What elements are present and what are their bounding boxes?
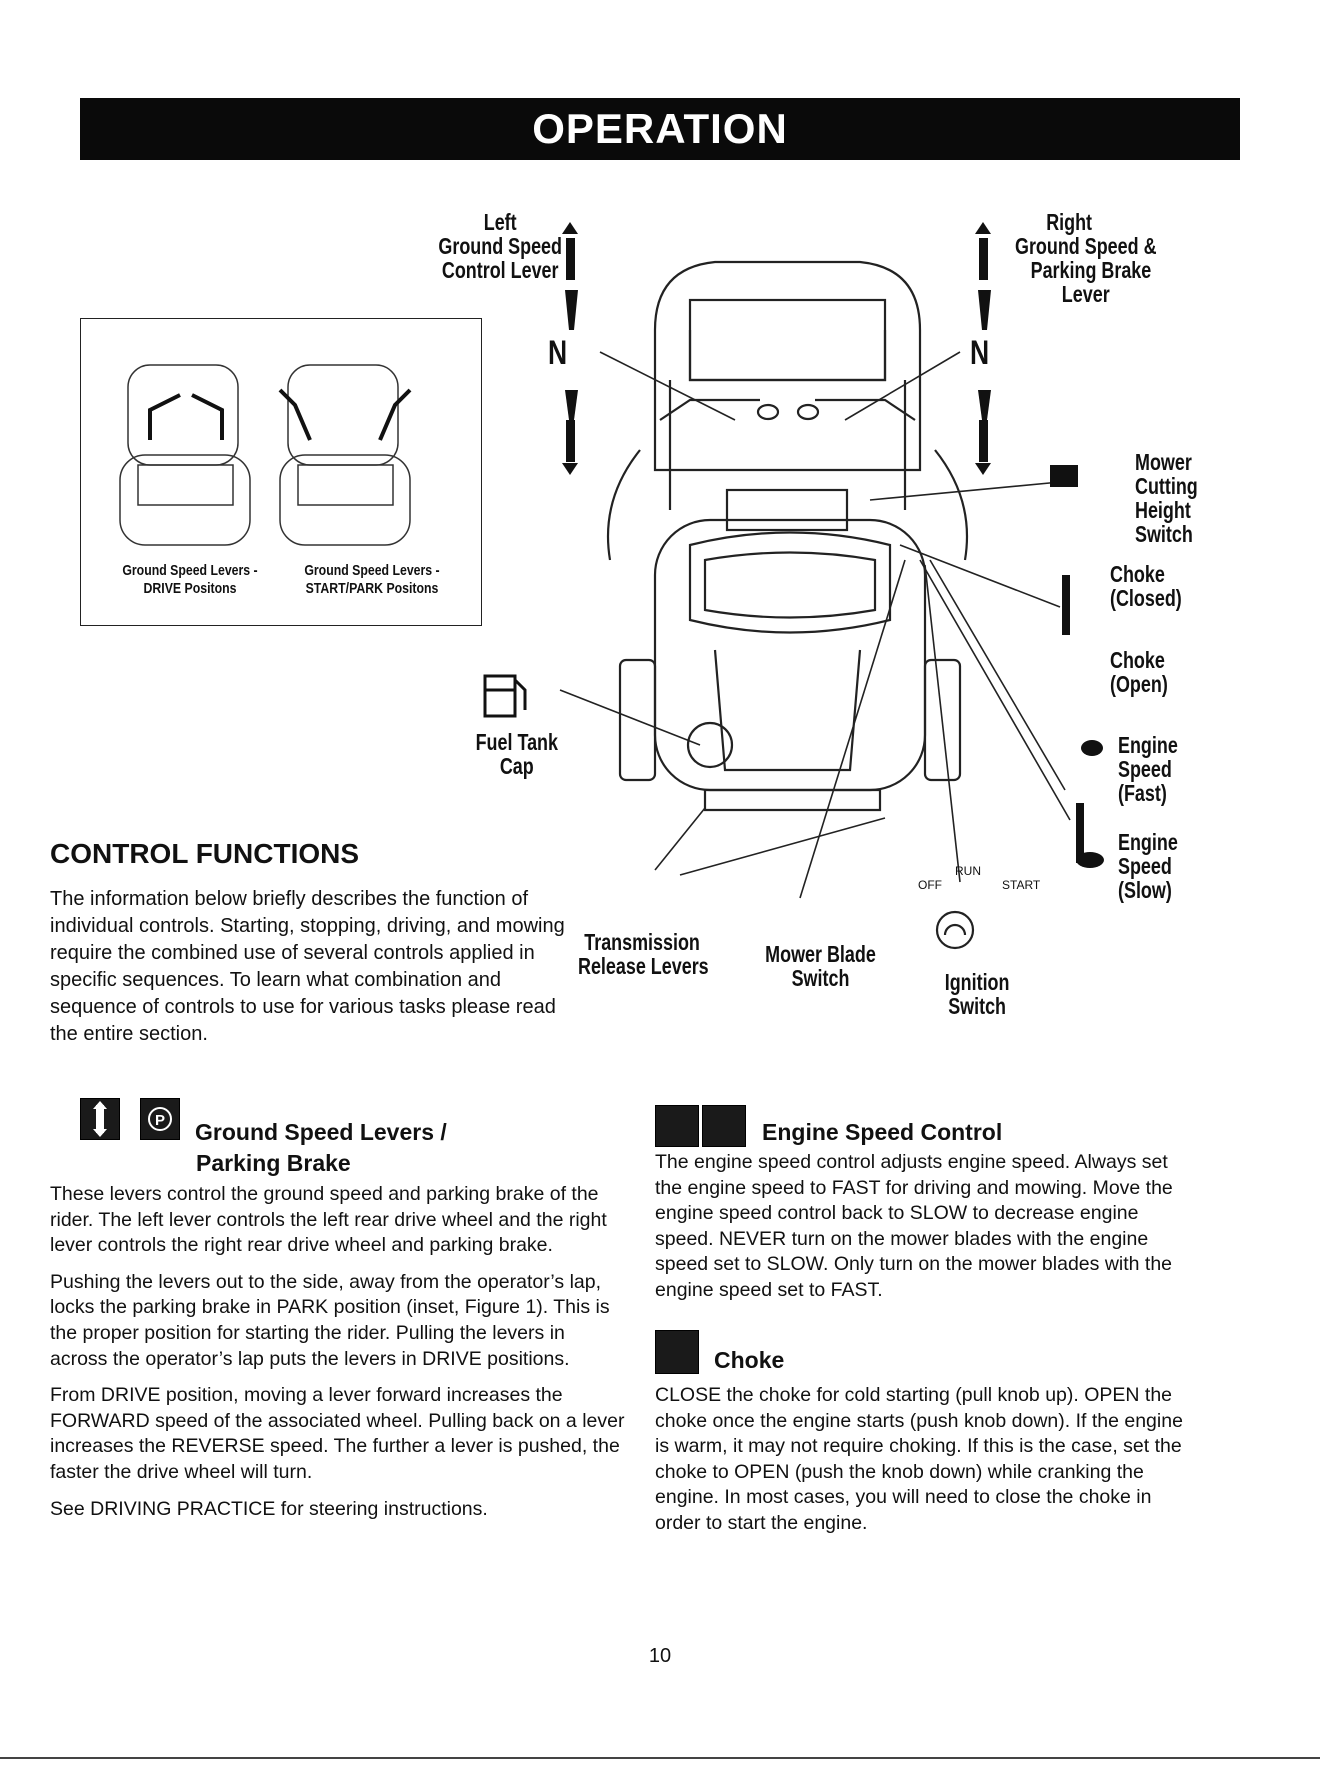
ground-speed-body: These levers control the ground speed an…: [50, 1182, 625, 1533]
rabbit-icon: [655, 1105, 699, 1147]
page-number: 10: [648, 1645, 672, 1667]
ground-speed-paragraph: From DRIVE position, moving a lever forw…: [50, 1384, 625, 1483]
turtle-icon: [702, 1105, 746, 1147]
bottom-rule: [0, 1757, 1320, 1759]
left-lever-label: Left Ground Speed Control Lever: [438, 209, 562, 283]
parking-brake-icon: P: [140, 1098, 180, 1140]
inset-figure: [80, 318, 482, 626]
ground-speed-paragraph: Pushing the levers out to the side, away…: [50, 1270, 610, 1370]
ground-speed-title-line2: Parking Brake: [196, 1150, 351, 1176]
engine-speed-paragraph: The engine speed control adjusts engine …: [655, 1151, 1173, 1301]
ground-speed-paragraph: See DRIVING PRACTICE for steering instru…: [50, 1497, 488, 1520]
choke-paragraph: CLOSE the choke for cold starting (pull …: [655, 1384, 1183, 1534]
choke-closed-label: Choke (Closed): [1110, 561, 1182, 611]
ignition-label: Ignition Switch: [944, 969, 1010, 1019]
ground-speed-icon: [80, 1098, 120, 1140]
inset-drive-caption: Ground Speed Levers - DRIVE Positons: [122, 562, 258, 597]
engine-speed-title: Engine Speed Control: [762, 1119, 1003, 1145]
neutral-right-label: N: [970, 334, 990, 372]
mower-height-label: Mower Cutting Height Switch: [1135, 449, 1198, 547]
fuel-tank-label: Fuel Tank Cap: [475, 729, 559, 779]
svg-text:P: P: [155, 1112, 165, 1129]
mower-blade-label: Mower Blade Switch: [765, 941, 876, 991]
engine-slow-label: Engine Speed (Slow): [1118, 829, 1178, 903]
ignition-off-label: OFF: [918, 878, 942, 892]
page-header-title: OPERATION: [532, 105, 788, 152]
choke-body: CLOSE the choke for cold starting (pull …: [655, 1383, 1200, 1548]
right-lever-label: Right Ground Speed & Parking Brake Lever: [1015, 209, 1157, 307]
choke-icon: [655, 1330, 699, 1374]
inset-start-caption: Ground Speed Levers - START/PARK Positon…: [304, 562, 440, 597]
choke-title: Choke: [714, 1347, 785, 1373]
engine-fast-label: Engine Speed (Fast): [1118, 732, 1178, 806]
ground-speed-paragraph: These levers control the ground speed an…: [50, 1183, 607, 1257]
control-functions-heading: CONTROL FUNCTIONS: [50, 838, 360, 869]
neutral-left-label: N: [548, 334, 568, 372]
choke-open-label: Choke (Open): [1110, 647, 1168, 697]
transmission-label: Transmission Release Levers: [578, 929, 709, 979]
ground-speed-title-line1: Ground Speed Levers /: [195, 1119, 447, 1145]
ignition-start-label: START: [1002, 878, 1041, 892]
ignition-run-label: RUN: [955, 864, 981, 878]
engine-speed-body: The engine speed control adjusts engine …: [655, 1150, 1200, 1315]
page-header: OPERATION: [80, 98, 1240, 160]
control-functions-body: The information below briefly describes …: [50, 888, 565, 1045]
